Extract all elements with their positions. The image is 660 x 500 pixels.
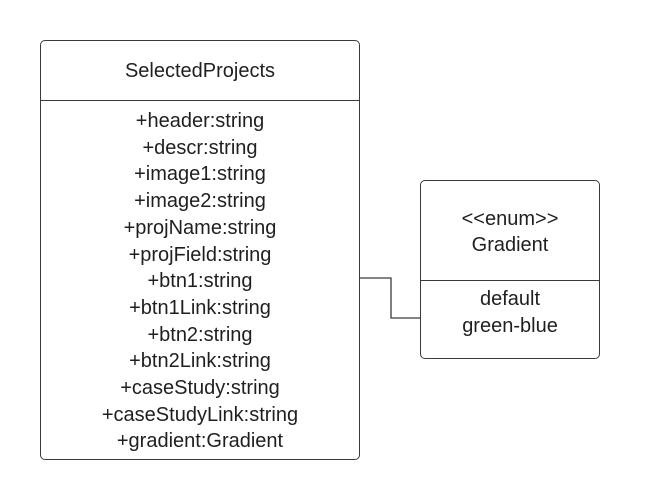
association-line	[360, 277, 423, 319]
attribute-item: +image2:string	[134, 190, 266, 213]
class-header: SelectedProjects	[41, 41, 359, 101]
attribute-item: +gradient:Gradient	[116, 430, 284, 453]
attribute-item: +image1:string	[134, 163, 266, 186]
attribute-item: +btn2Link:string	[129, 350, 271, 373]
attribute-item: +projName:string	[123, 216, 277, 239]
attribute-list: +header:string +descr:string +image1:str…	[41, 101, 359, 455]
enum-box-gradient[interactable]: <<enum>> Gradient default green-blue	[420, 180, 600, 359]
enum-value: default	[479, 288, 541, 310]
enum-stereotype: <<enum>>	[461, 207, 559, 230]
enum-value-list: default green-blue	[421, 281, 599, 339]
enum-value: green-blue	[462, 314, 558, 337]
enum-header: <<enum>> Gradient	[421, 181, 599, 281]
class-name: SelectedProjects	[124, 59, 276, 82]
attribute-item: +descr:string	[142, 136, 258, 159]
attribute-item: +caseStudy:string	[120, 377, 280, 400]
enum-name: Gradient	[471, 233, 549, 256]
attribute-item: +header:string	[135, 110, 265, 132]
attribute-item: +btn2:string	[147, 323, 253, 346]
attribute-item: +btn1Link:string	[129, 296, 271, 319]
attribute-item: +projField:string	[128, 243, 272, 266]
class-box-selected-projects[interactable]: SelectedProjects +header:string +descr:s…	[40, 40, 360, 460]
attribute-item: +btn1:string	[147, 270, 253, 293]
attribute-item: +caseStudyLink:string	[101, 403, 299, 426]
